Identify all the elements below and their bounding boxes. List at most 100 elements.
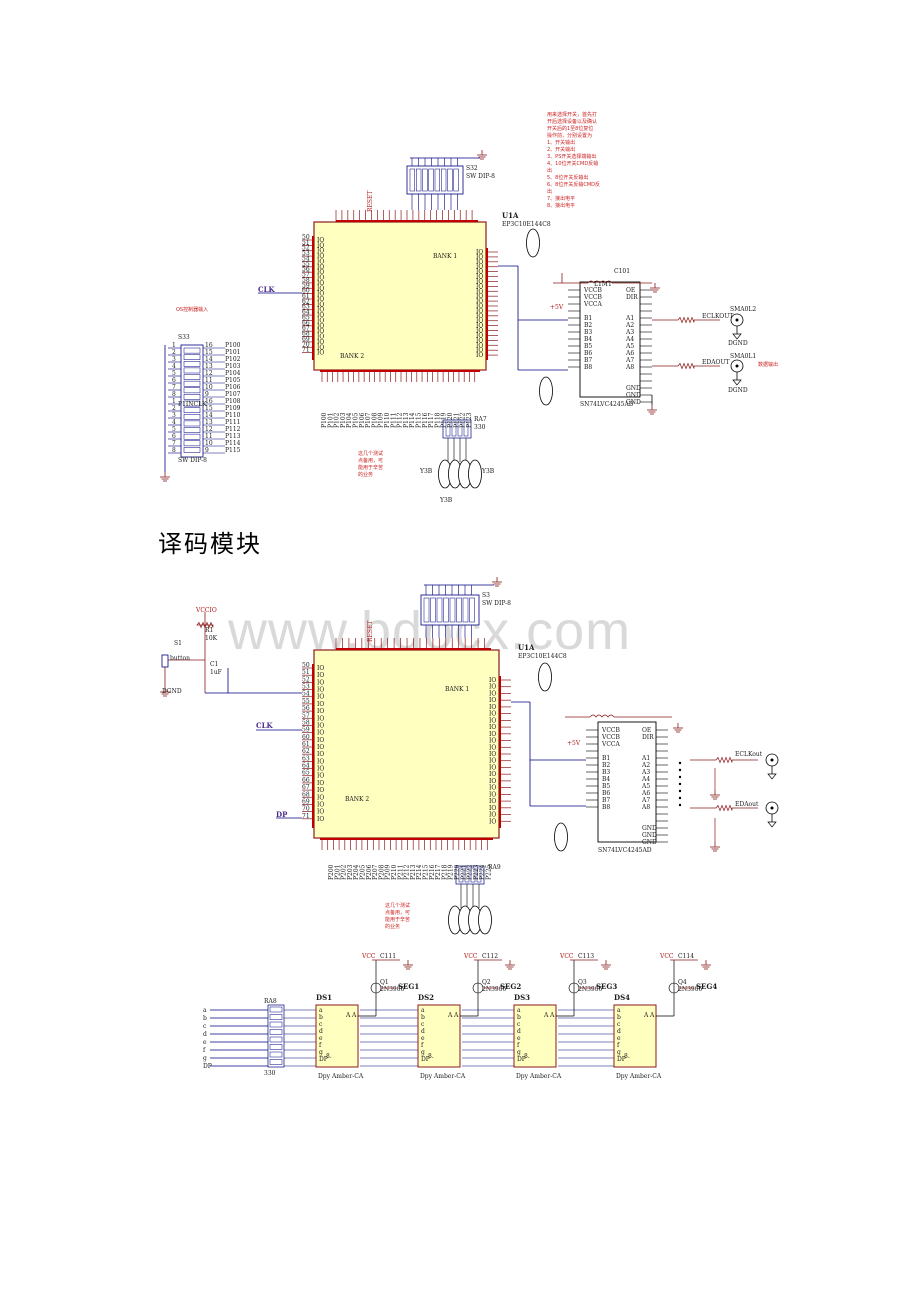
seg-q-label: Q3	[578, 979, 587, 986]
left-dip-pin: 13	[205, 363, 213, 370]
top-buffer-pin: A7	[625, 357, 634, 364]
top-pin-name: IO	[476, 298, 483, 305]
top-left-dip-switch	[183, 414, 201, 420]
top-pin-name: IO	[317, 312, 324, 319]
top-buffer-pin: B1	[584, 315, 592, 322]
top-bank-bar	[320, 370, 480, 372]
top-fpga-body	[313, 221, 487, 371]
seg-res-elem	[269, 1044, 283, 1050]
bot-led3-test-point	[478, 905, 492, 935]
bot-bottom-pin-label: P212	[404, 864, 411, 880]
left-dip-pin: 7	[172, 384, 176, 391]
seg-pin-label: a	[517, 1007, 521, 1014]
seg-res-elem	[269, 1021, 283, 1028]
top-top-dip-switch	[416, 168, 422, 192]
top-inductor: L1M1	[594, 281, 612, 288]
top-bottom-pin-label: P106	[359, 412, 366, 428]
left-dip-net: P111	[225, 419, 241, 426]
top-led4-test-point	[468, 459, 482, 489]
top-res-array: RA7	[474, 416, 487, 423]
left-dip-net: P104	[225, 370, 241, 377]
top-pin-name: IO	[317, 264, 324, 271]
top-left-dip-switch	[183, 347, 201, 354]
bot-bottom-pin-label: P217	[435, 864, 442, 880]
top-buffer-pin: A8	[625, 364, 634, 371]
seg-res-elem	[269, 1059, 283, 1065]
top-buffer-pin: GND	[626, 385, 641, 392]
left-dip-pin: 7	[172, 440, 176, 447]
bot-buffer-pin: OE	[642, 727, 651, 734]
top-top-dip-switch	[441, 168, 447, 192]
bot-pin-num: 57	[302, 712, 310, 719]
top-left-dip-switch	[183, 407, 201, 413]
bot-pin-name: IO	[317, 780, 324, 787]
top-pin-num: 58	[302, 277, 310, 284]
top-bottom-pin-label: P115	[416, 412, 423, 428]
bot-bottom-pin-label: P225	[486, 864, 493, 880]
top-pin-num: 50	[302, 234, 310, 241]
seg-res-elem	[269, 1036, 283, 1043]
seg-res-elem	[269, 1014, 283, 1020]
bot-bottom-pin-label: P206	[366, 864, 373, 880]
seg-pin-label: g	[319, 1049, 323, 1056]
bot-pin-num: 56	[302, 705, 310, 712]
bot-dip-part: SW DIP-8	[482, 600, 511, 607]
bot-clk-net: CLK	[256, 721, 273, 730]
left-dip-pin: 6	[172, 377, 176, 384]
bot-junction	[678, 796, 682, 800]
top-pin-name: IO	[476, 308, 483, 315]
bot-fpga-ref: U1A	[518, 643, 535, 652]
bot-pin-num: 62	[302, 748, 310, 755]
bot-res-elem	[470, 867, 476, 883]
bot-pin-num: 64	[302, 763, 310, 770]
seg-anode-label: A	[643, 1012, 649, 1019]
top-out2-resistor	[652, 362, 720, 370]
top-bottom-pin-label: P103	[340, 412, 347, 428]
top-buffer-pin: B7	[584, 357, 592, 364]
bot-bank-bar	[336, 648, 491, 650]
top-res-elem	[451, 421, 457, 437]
top-buffer-pin: A3	[625, 329, 634, 336]
bot-res-array: RA9	[488, 864, 501, 871]
bot-pin-name: IO	[489, 684, 496, 691]
left-dip-net: P107	[225, 391, 241, 398]
bot-pin-num: 59	[302, 727, 310, 734]
top-bottom-pin-label: P121	[453, 413, 460, 429]
left-dip-net: P100	[225, 342, 241, 349]
top-pin-num: 57	[302, 272, 310, 279]
seg-pin-label: DP	[617, 1056, 626, 1063]
seg-pin-label: g	[421, 1049, 425, 1056]
left-dip-pin: 2	[172, 349, 176, 356]
top-buffer-pin: B6	[584, 350, 592, 357]
seg-input-label: b	[203, 1015, 207, 1022]
bot-pin-name: IO	[317, 672, 324, 679]
seg-pin-label: e	[517, 1035, 521, 1042]
top-buffer-pin: A5	[625, 343, 634, 350]
left-dip-pin: 11	[205, 377, 213, 384]
bot-pin-name: IO	[489, 711, 496, 718]
bot-pin-name: IO	[489, 805, 496, 812]
top-j1-test-point	[526, 228, 540, 258]
bot-reset-net: RESET	[367, 621, 374, 642]
bot-buffer-pin: B7	[602, 797, 610, 804]
bot-pin-num: 58	[302, 719, 310, 726]
bot-r1: R1	[205, 627, 213, 634]
top-pin-name: IO	[317, 253, 324, 260]
top-bottom-pin-label: P109	[378, 412, 385, 428]
bot-buffer-pin: B5	[602, 783, 610, 790]
seg-pin-label: g	[617, 1049, 621, 1056]
seg-pin-label: a	[319, 1007, 323, 1014]
seg-input-label: d	[203, 1031, 207, 1038]
seg-pin-label: c	[517, 1021, 521, 1028]
top-bank2-label: BANK 2	[340, 353, 364, 360]
top-bottom-pin-label: P104	[346, 412, 353, 428]
seg-res-array: RA8	[264, 998, 277, 1005]
seg-select-net: SEG4	[696, 982, 717, 991]
seg-q-part: 2N3906	[678, 986, 703, 993]
top-out1-resistor	[652, 316, 720, 324]
top-out-2: EDAOUT	[702, 359, 730, 366]
seg-pin-label: c	[421, 1021, 425, 1028]
seg-digit-body	[513, 1004, 557, 1068]
bot-buffer-pin: B3	[602, 769, 610, 776]
